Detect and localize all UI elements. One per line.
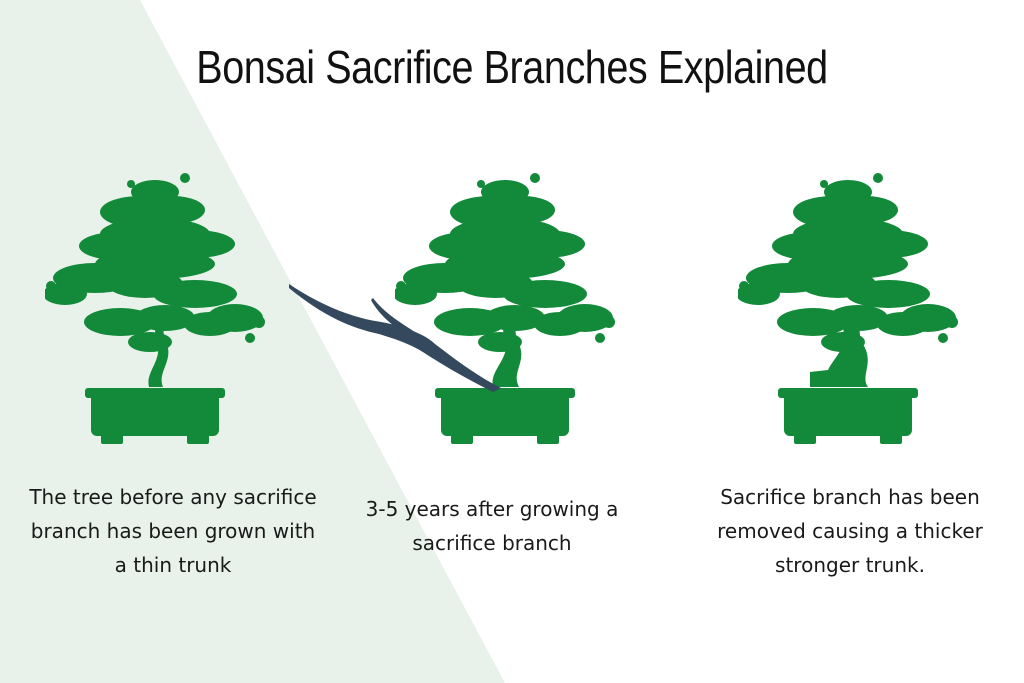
bonsai-tree-before [45, 172, 269, 448]
sacrifice-branch [289, 284, 501, 392]
caption-with-sacrifice-branch: 3-5 years after growing a sacrifice bran… [365, 497, 619, 555]
caption-before: The tree before any sacrifice branch has… [29, 485, 317, 577]
page-title: Bonsai Sacrifice Branches Explained [196, 41, 828, 93]
caption-after: Sacrifice branch has been removed causin… [717, 485, 983, 577]
bonsai-tree-after [738, 172, 962, 448]
bonsai-tree-with-sacrifice-branch [395, 172, 619, 448]
